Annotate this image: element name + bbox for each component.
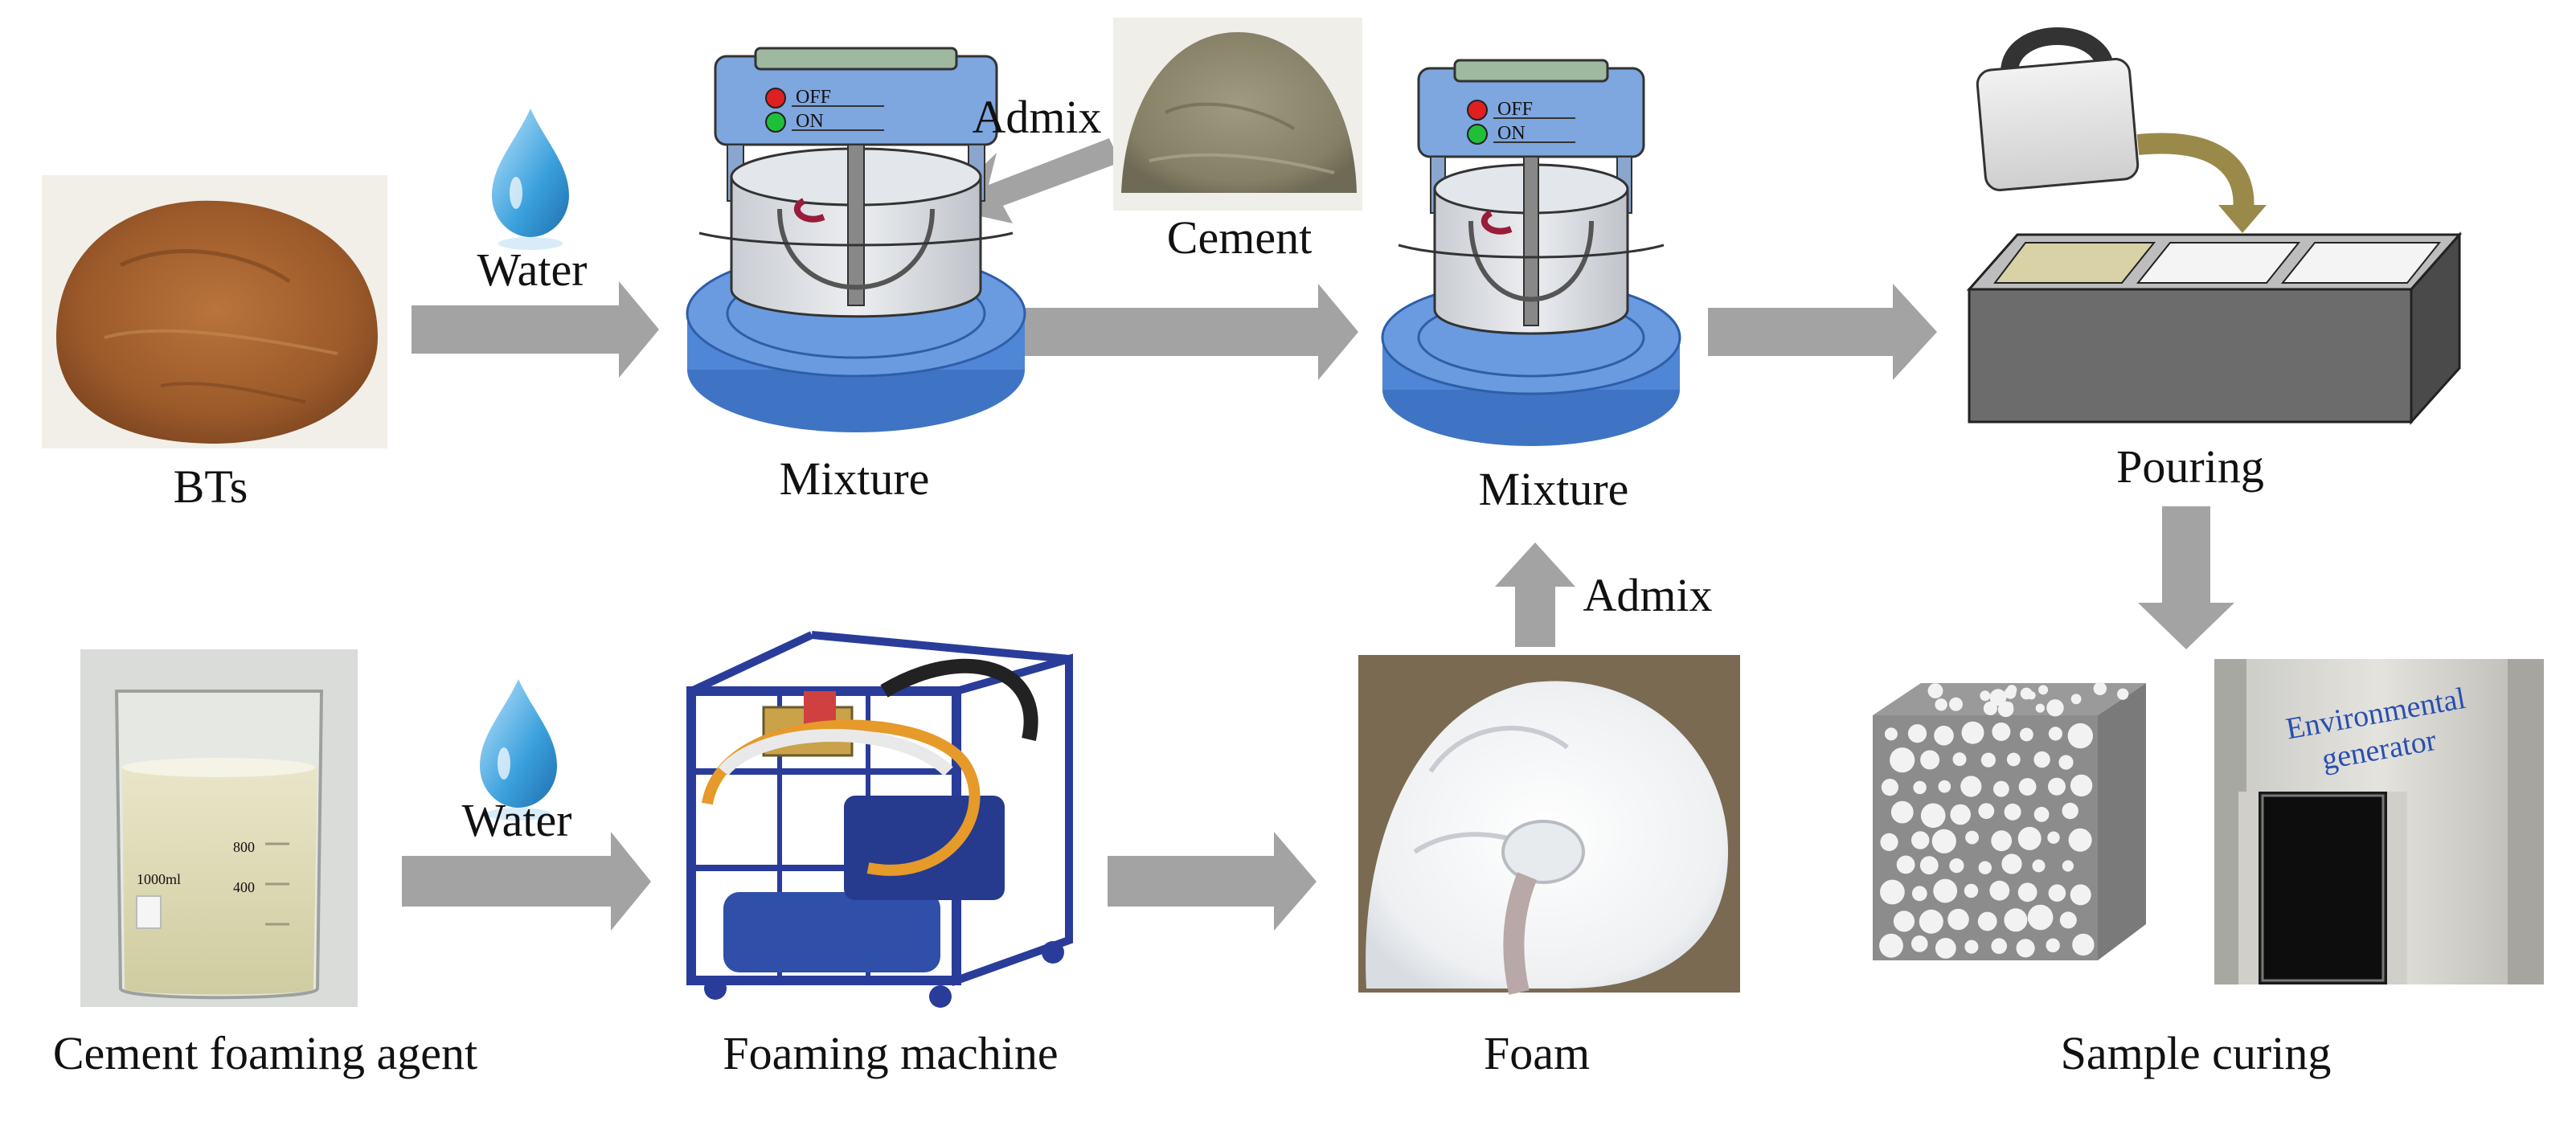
mixer-2-off: OFF <box>1497 99 1533 120</box>
arrow-machine-to-foam <box>1108 832 1317 931</box>
label-water-bottom: Water <box>461 794 571 846</box>
bts-powder-image <box>42 175 387 448</box>
foam-image <box>1358 655 1740 995</box>
beaker-mark-1000ml: 1000ml <box>137 871 181 887</box>
environmental-chamber-image: Environmental generator <box>2214 659 2544 984</box>
arrow-pouring-to-curing <box>2138 506 2234 649</box>
mixer-icon: OFF ON <box>686 47 1026 432</box>
arrow-bts-to-mixer <box>412 281 659 378</box>
arrow-cement-to-mixer <box>940 138 1120 223</box>
mixer-1-on: ON <box>796 111 824 132</box>
mixer-icon: OFF ON <box>1381 59 1681 446</box>
arrow-mixer2-to-pouring <box>1708 284 1937 380</box>
label-admix-mid: Admix <box>1583 569 1712 621</box>
foam-block-icon <box>1873 682 2146 960</box>
label-bts: BTs <box>174 460 248 513</box>
arrow-foam-to-mixer2 <box>1495 542 1575 647</box>
label-pouring: Pouring <box>2116 440 2264 493</box>
arrow-agent-to-machine <box>402 832 651 931</box>
mold-icon <box>1966 231 2463 425</box>
water-drop-icon <box>492 108 569 250</box>
label-foaming-machine: Foaming machine <box>723 1027 1058 1079</box>
mixer-2-on: ON <box>1497 123 1526 144</box>
label-water-top: Water <box>477 244 587 296</box>
label-admix-top: Admix <box>972 91 1101 143</box>
label-cement: Cement <box>1167 211 1312 264</box>
arrows <box>402 138 2234 931</box>
label-mixture-1: Mixture <box>780 452 930 505</box>
water-drop-icon <box>480 679 557 821</box>
arrow-mixer1-to-mixer2 <box>1025 284 1358 380</box>
label-foaming-agent: Cement foaming agent <box>53 1027 477 1079</box>
foaming-machine-image <box>686 631 1073 1008</box>
label-foam: Foam <box>1484 1027 1590 1079</box>
mixer-1-off: OFF <box>796 87 831 108</box>
foaming-agent-image: 800 400 1000ml <box>80 649 358 1007</box>
label-mixture-2: Mixture <box>1479 463 1629 515</box>
beaker-mark-800: 800 <box>233 839 255 855</box>
label-sample-curing: Sample curing <box>2061 1027 2332 1079</box>
pitcher-icon <box>1976 27 2267 233</box>
cement-powder-image <box>1113 18 1362 211</box>
beaker-mark-400: 400 <box>233 879 255 895</box>
